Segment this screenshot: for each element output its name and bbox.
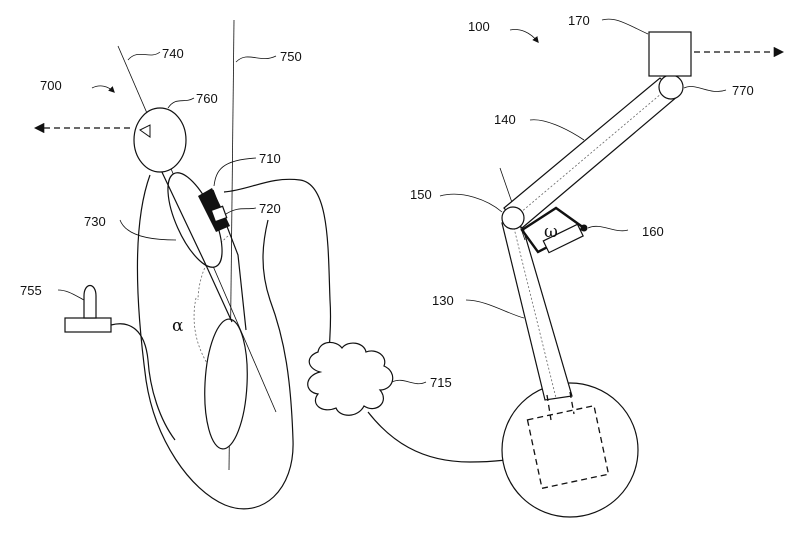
sensor-720 bbox=[210, 205, 228, 223]
arm-130-dotted bbox=[512, 223, 557, 399]
leader-715 bbox=[391, 379, 427, 385]
ref-100: 100 bbox=[468, 19, 490, 34]
cloud-shape bbox=[307, 341, 394, 416]
ref-100-arrow bbox=[509, 29, 539, 43]
base-unit-dashed bbox=[526, 404, 610, 490]
ref-710: 710 bbox=[259, 151, 281, 166]
joystick-base bbox=[64, 317, 112, 333]
ref-715: 715 bbox=[430, 375, 452, 390]
ref-130: 130 bbox=[432, 293, 454, 308]
joystick-cable bbox=[110, 323, 176, 441]
angle-alpha-label: α bbox=[172, 316, 184, 336]
ref-150: 150 bbox=[410, 187, 432, 202]
leader-770 bbox=[683, 86, 727, 92]
joint-770 bbox=[658, 74, 684, 100]
head-760 bbox=[133, 107, 187, 173]
leader-755 bbox=[57, 289, 85, 301]
user-system-700: α 700 740 750 760 710 720 730 755 bbox=[20, 19, 427, 510]
leader-150 bbox=[439, 193, 503, 213]
ref-170: 170 bbox=[568, 13, 590, 28]
ref-760: 760 bbox=[196, 91, 218, 106]
leader-140 bbox=[529, 119, 585, 141]
leader-160 bbox=[587, 225, 629, 232]
actuator-cylinder bbox=[542, 223, 584, 254]
leader-730 bbox=[119, 219, 177, 241]
head-unit-170 bbox=[648, 31, 692, 77]
head-sensor-icon bbox=[139, 124, 151, 138]
ref-770: 770 bbox=[732, 83, 754, 98]
arm-130-hidden-2 bbox=[569, 391, 575, 415]
actuator-pivot bbox=[580, 224, 588, 232]
body-outline bbox=[136, 174, 294, 510]
ref-755: 755 bbox=[20, 283, 42, 298]
leg-ellipse bbox=[204, 318, 248, 450]
body-line bbox=[159, 167, 233, 323]
arm-140-dotted bbox=[513, 87, 669, 219]
ref-740: 740 bbox=[162, 46, 184, 61]
leader-760 bbox=[167, 97, 195, 109]
arm-130-hidden-1 bbox=[546, 394, 552, 421]
ref-160: 160 bbox=[642, 224, 664, 239]
leader-740 bbox=[127, 51, 161, 61]
joint-150 bbox=[501, 206, 525, 230]
leader-170 bbox=[601, 18, 649, 35]
angle-omega-label: ω bbox=[544, 222, 558, 242]
ref-700-arrow bbox=[91, 85, 115, 93]
ref-700: 700 bbox=[40, 78, 62, 93]
ref-720: 720 bbox=[259, 201, 281, 216]
cable-to-network bbox=[223, 178, 332, 357]
robot-system-100: ω 100 170 770 140 150 160 130 bbox=[410, 13, 785, 518]
leader-720 bbox=[225, 207, 257, 215]
leader-710 bbox=[213, 157, 257, 187]
joystick-755 bbox=[64, 284, 176, 441]
ref-750: 750 bbox=[280, 49, 302, 64]
ref-140: 140 bbox=[494, 112, 516, 127]
robot-base bbox=[501, 382, 639, 518]
ref-730: 730 bbox=[84, 214, 106, 229]
leader-750 bbox=[235, 55, 277, 63]
leader-130 bbox=[465, 299, 525, 319]
joystick-handle bbox=[83, 284, 97, 319]
